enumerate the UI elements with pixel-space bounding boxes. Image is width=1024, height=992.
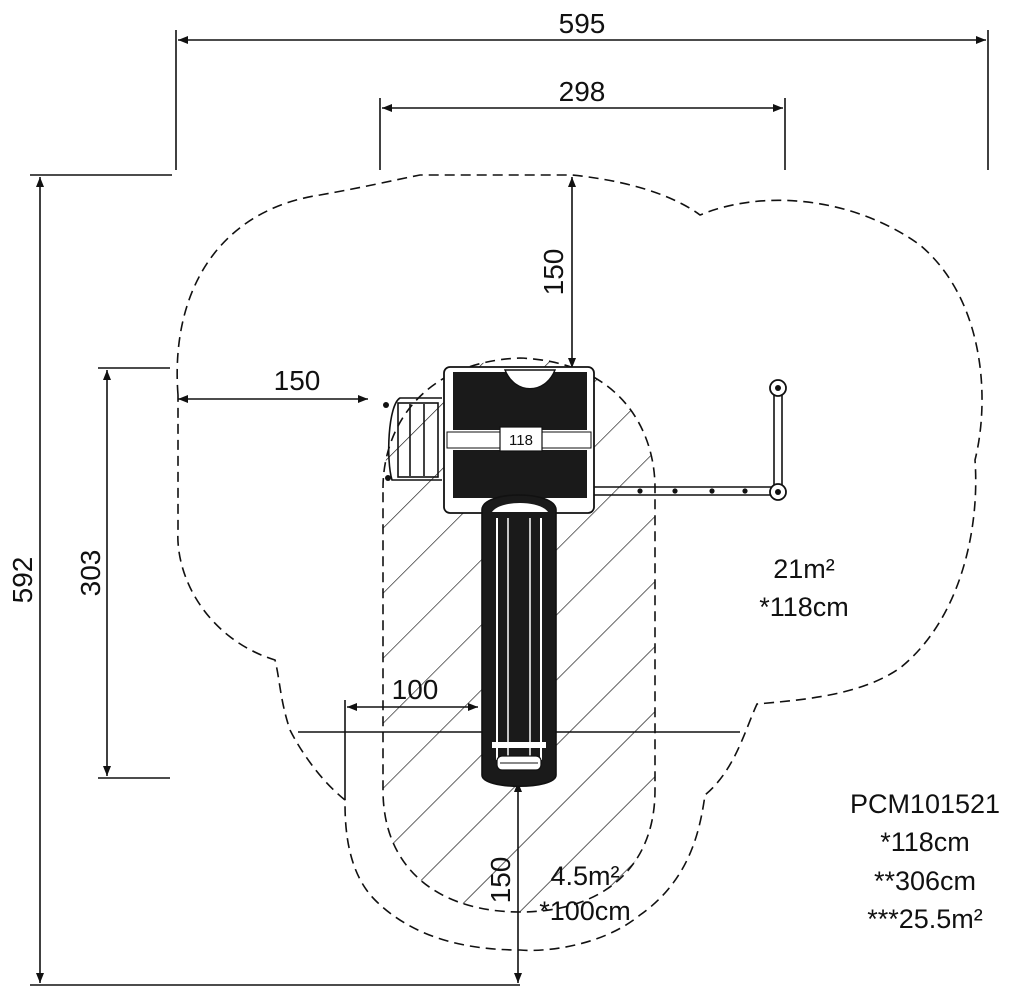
overall-height-label: 592 <box>7 557 38 604</box>
tower-platform: 118 <box>443 366 595 514</box>
platform-height-tag <box>499 426 543 452</box>
slide-zone-note: 4.5m² *100cm <box>539 861 631 926</box>
product-max-height: **306cm <box>874 866 976 896</box>
horizontal-bar <box>594 379 787 501</box>
main-zone-note: 21m² *118cm <box>759 554 849 622</box>
dimension-left-clearance: 150 <box>178 365 368 403</box>
structure-height-label: 303 <box>75 550 106 597</box>
main-zone-area: 21m² <box>773 554 835 584</box>
safety-zone-outline <box>176 174 983 952</box>
product-code: PCM101521 <box>850 789 1000 819</box>
product-info: PCM101521 *118cm **306cm ***25.5m² <box>850 789 1000 934</box>
slide <box>481 494 557 787</box>
steps-ladder <box>383 397 442 481</box>
product-total-area: ***25.5m² <box>867 904 983 934</box>
platform-height-label: 118 <box>509 432 533 449</box>
product-platform-height: *118cm <box>880 827 970 857</box>
dimension-top-clearance: 150 <box>538 177 576 368</box>
dimension-overall-width: 595 <box>175 8 989 170</box>
dimension-overall-height: 592 <box>7 174 520 986</box>
left-clearance-label: 150 <box>274 365 321 396</box>
top-clearance-label: 150 <box>538 249 569 296</box>
dimension-structure-height: 303 <box>75 367 170 779</box>
main-zone-height: *118cm <box>759 592 849 622</box>
slide-zone-height: *100cm <box>539 896 631 926</box>
inner-width-label: 298 <box>559 76 606 107</box>
dimension-inner-width: 298 <box>379 76 786 170</box>
slide-zone-area: 4.5m² <box>550 861 619 891</box>
overall-width-label: 595 <box>559 8 606 39</box>
